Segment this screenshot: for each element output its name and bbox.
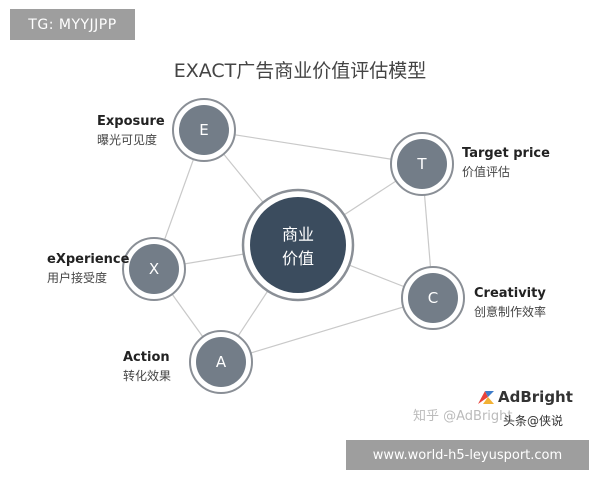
label-action-zh: 转化效果 (123, 369, 172, 384)
center-node: 商业 价值 (241, 188, 355, 302)
node-t-letter: T (416, 155, 427, 173)
node-a: A (189, 330, 253, 394)
label-target-price: Target price 价值评估 (462, 146, 550, 180)
node-c-letter: C (428, 289, 438, 307)
adbright-logo-icon (478, 391, 494, 404)
label-action: Action 转化效果 (123, 350, 171, 384)
label-exposure-zh: 曝光可见度 (97, 133, 158, 148)
label-target-price-en: Target price (462, 146, 550, 161)
edge-c-a (220, 297, 434, 363)
zhihu-watermark: 知乎 @AdBright (413, 409, 513, 424)
node-a-letter: A (216, 353, 227, 371)
label-exposure-en: Exposure (97, 114, 165, 129)
node-x-letter: X (149, 260, 159, 278)
label-experience: eXperience 用户接受度 (47, 252, 129, 286)
url-badge: www.world-h5-leyusport.com (346, 440, 589, 470)
label-action-en: Action (123, 350, 170, 365)
tag-badge: TG: MYYJJPP (10, 9, 135, 40)
diagram-title: EXACT广告商业价值评估模型 (173, 60, 427, 82)
label-creativity-en: Creativity (474, 286, 546, 301)
node-e-letter: E (199, 121, 208, 139)
center-label-line2: 价值 (282, 249, 314, 268)
label-experience-en: eXperience (47, 252, 130, 267)
label-creativity: Creativity 创意制作效率 (474, 286, 546, 320)
label-exposure: Exposure 曝光可见度 (97, 114, 165, 148)
label-target-price-zh: 价值评估 (462, 165, 511, 180)
node-t: T (390, 132, 454, 196)
brand-name: AdBright (498, 388, 573, 406)
edge-e-t (203, 129, 423, 165)
label-experience-zh: 用户接受度 (47, 271, 108, 286)
node-e: E (172, 98, 236, 162)
node-x: X (122, 237, 186, 301)
center-label-line1: 商业 (282, 225, 314, 244)
node-c: C (401, 266, 465, 330)
adbright-brand: AdBright (477, 388, 573, 406)
toutiao-watermark: 头条@侠说 (503, 414, 564, 428)
label-creativity-zh: 创意制作效率 (474, 305, 547, 320)
